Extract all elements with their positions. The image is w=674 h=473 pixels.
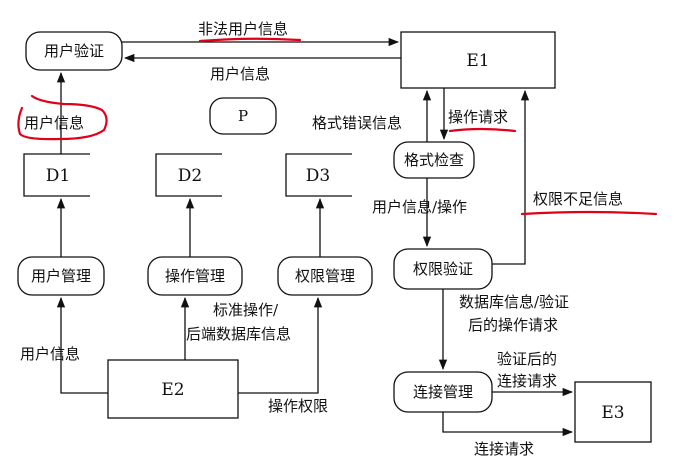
e1-entity: E1 (400, 31, 556, 89)
label-op-perm: 操作权限 (268, 397, 328, 415)
e3-label: E3 (601, 403, 624, 423)
d2-label: D2 (178, 166, 202, 186)
format-check-node: 格式检查 (393, 141, 475, 179)
perm-verify-label: 权限验证 (413, 260, 473, 278)
label-conn-request: 连接请求 (474, 440, 534, 458)
label-user-info-top: 用户信息 (210, 65, 270, 83)
d1-label: D1 (46, 166, 70, 186)
format-check-label: 格式检查 (404, 151, 464, 169)
flow-conn-mgmt-to-e3-lower (442, 412, 574, 437)
label-format-error-info: 格式错误信息 (312, 114, 402, 132)
conn-mgmt-node: 连接管理 (393, 371, 493, 413)
perm-mgmt-node: 权限管理 (277, 256, 373, 296)
flow-perm-verify-to-e1 (492, 89, 530, 265)
label-std-op-line2: 后端数据库信息 (186, 325, 291, 343)
label-verified-conn-line2: 连接请求 (497, 372, 557, 390)
label-db-info-line1: 数据库信息/验证 (459, 293, 569, 311)
flow-e2-to-perm-mgmt (238, 296, 323, 394)
op-mgmt-label: 操作管理 (165, 267, 225, 285)
label-std-op-line1: 标准操作/ (213, 301, 279, 319)
p-label: P (238, 107, 248, 125)
d3-label: D3 (306, 166, 330, 186)
perm-mgmt-label: 权限管理 (295, 267, 355, 285)
user-mgmt-label: 用户管理 (31, 267, 91, 285)
user-verify-label: 用户验证 (44, 42, 104, 60)
red-underline-illegal-user-info (198, 37, 302, 43)
d3-datastore: D3 (285, 153, 352, 197)
red-underline-op-request (448, 127, 517, 133)
label-illegal-user-info: 非法用户信息 (198, 20, 288, 38)
red-underline-insufficient-perm (520, 210, 658, 216)
e2-label: E2 (161, 380, 184, 400)
conn-mgmt-label: 连接管理 (413, 383, 473, 401)
e3-entity: E3 (574, 381, 652, 443)
flow-e2-to-user-mgmt (56, 296, 108, 394)
label-user-info-left: 用户信息 (20, 345, 80, 363)
user-mgmt-node: 用户管理 (17, 256, 105, 296)
e1-label: E1 (466, 51, 489, 71)
user-verify-node: 用户验证 (25, 31, 123, 71)
d2-datastore: D2 (155, 153, 222, 197)
label-user-info-op: 用户信息/操作 (372, 198, 467, 216)
label-insufficient-perm: 权限不足信息 (533, 190, 623, 208)
op-mgmt-node: 操作管理 (147, 256, 243, 296)
e2-entity: E2 (107, 359, 239, 419)
p-node: P (209, 97, 277, 135)
perm-verify-node: 权限验证 (393, 248, 493, 290)
label-op-request: 操作请求 (448, 108, 508, 126)
label-verified-conn-line1: 验证后的 (497, 350, 557, 368)
d1-datastore: D1 (23, 153, 90, 197)
label-user-info-marked: 用户信息 (24, 114, 84, 132)
label-db-info-line2: 后的操作请求 (468, 316, 558, 334)
red-circle-annotation (17, 94, 108, 141)
